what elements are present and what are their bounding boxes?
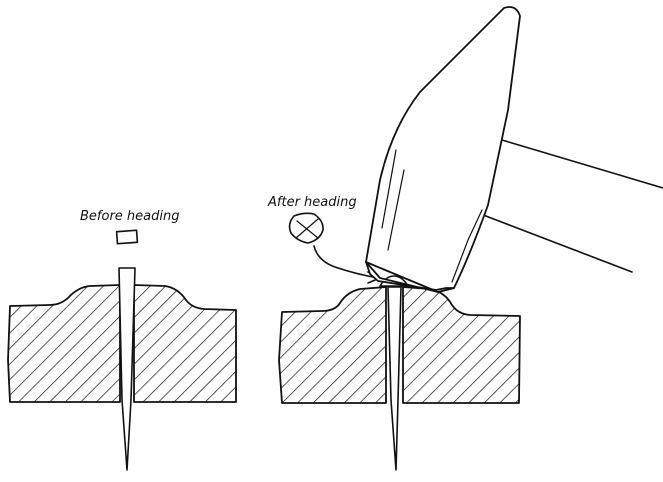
- before-heading-panel: Before heading: [7, 209, 237, 471]
- hammer-striking-face: [365, 261, 455, 293]
- after-heading-panel: After heading: [267, 6, 663, 471]
- before-heading-label: Before heading: [80, 209, 179, 224]
- rivet-before-heading: [118, 267, 136, 471]
- hammer-bevel-left: [381, 149, 405, 251]
- hammer-bevel-right: [451, 209, 483, 283]
- hammer-handle: [477, 139, 663, 273]
- hammer-head: [365, 6, 521, 293]
- right-plate-left-half: [278, 286, 387, 404]
- rivet-head-top-view-icon: [288, 212, 324, 244]
- rivet-after-heading: [387, 286, 402, 471]
- after-heading-label: After heading: [267, 195, 357, 210]
- right-plate-right-half: [402, 286, 521, 404]
- left-plate-left-half: [7, 284, 121, 403]
- rectangle-head-icon: [115, 229, 139, 245]
- hammer: [365, 6, 663, 293]
- left-plate-right-half: [133, 284, 237, 403]
